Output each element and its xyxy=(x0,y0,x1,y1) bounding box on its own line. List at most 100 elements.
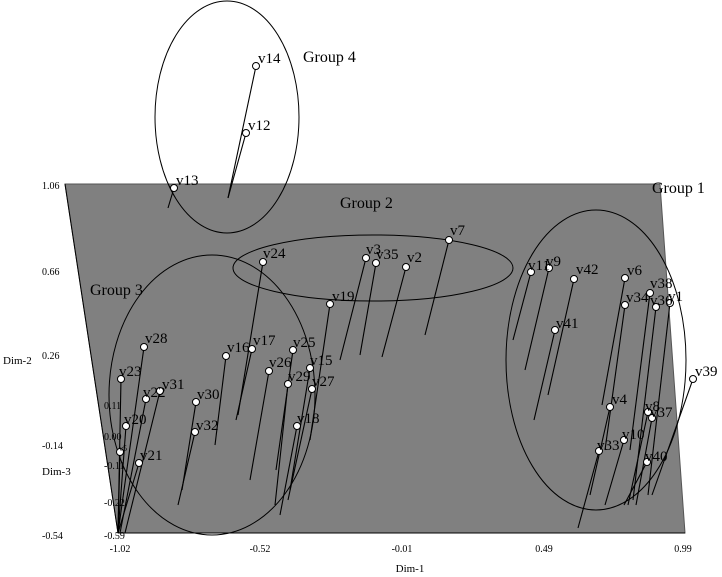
point-marker-v36 xyxy=(652,303,660,311)
point-label-v1: v1 xyxy=(668,289,683,305)
point-stem-v39 xyxy=(651,378,694,496)
point-marker-v8 xyxy=(644,408,652,416)
point-stem-v42 xyxy=(547,278,575,396)
group-ellipse-4 xyxy=(154,0,300,234)
point-marker-v22 xyxy=(142,395,150,403)
point-label-v25: v25 xyxy=(293,335,316,351)
point-stems xyxy=(117,65,694,534)
point-stem-v2 xyxy=(381,266,407,358)
point-stem-v40 xyxy=(623,461,648,506)
point-marker-v34 xyxy=(621,301,629,309)
z-axis-title: Dim-3 xyxy=(42,466,71,478)
x-tick-label-1: -0.52 xyxy=(250,544,271,555)
point-stem-v33 xyxy=(577,450,600,529)
point-stem-v28 xyxy=(117,346,145,534)
point-marker-v21 xyxy=(135,459,143,467)
point-label-v13: v13 xyxy=(176,173,199,189)
point-marker-v5 xyxy=(116,448,124,456)
point-stem-v1 xyxy=(647,302,671,496)
point-marker-v38 xyxy=(646,289,654,297)
point-label-v41: v41 xyxy=(556,316,579,332)
point-stem-v24 xyxy=(237,261,264,416)
point-label-v8: v8 xyxy=(645,399,660,415)
point-label-v16: v16 xyxy=(227,340,250,356)
point-stem-v25 xyxy=(275,349,294,471)
point-stem-v3 xyxy=(339,257,367,361)
point-marker-v32 xyxy=(191,428,199,436)
point-marker-v35 xyxy=(372,259,380,267)
point-label-v37: v37 xyxy=(650,405,673,421)
y-axis-title: Dim-2 xyxy=(3,355,32,367)
point-label-v12: v12 xyxy=(248,118,271,134)
point-label-v10: v10 xyxy=(622,427,645,443)
point-marker-v1 xyxy=(666,299,674,307)
point-stem-v8 xyxy=(627,411,649,506)
group-ellipse-2 xyxy=(232,234,514,302)
point-label-v14: v14 xyxy=(258,51,281,67)
point-stem-v41 xyxy=(533,329,556,421)
group-label-2: Group 2 xyxy=(340,195,393,212)
point-marker-v17 xyxy=(248,345,256,353)
point-marker-v7 xyxy=(445,236,453,244)
point-marker-v40 xyxy=(643,458,651,466)
y-tick-label-4: 1.06 xyxy=(42,181,60,192)
point-label-v39: v39 xyxy=(695,364,718,380)
point-stem-v16 xyxy=(214,355,227,446)
point-label-v22: v22 xyxy=(143,385,166,401)
x-axis-title: Dim-1 xyxy=(396,563,425,575)
point-label-v5: v5 xyxy=(119,444,127,453)
point-label-v42: v42 xyxy=(576,262,599,278)
point-marker-v26 xyxy=(265,367,273,375)
group-ellipse-1 xyxy=(505,209,687,511)
point-stem-v7 xyxy=(424,239,450,336)
point-label-v32: v32 xyxy=(196,418,219,434)
x-tick-label-0: -1.02 xyxy=(110,544,131,555)
point-label-v6: v6 xyxy=(627,263,643,279)
point-label-v27: v27 xyxy=(312,374,335,390)
point-stem-v34 xyxy=(604,304,626,451)
point-label-v29: v29 xyxy=(288,369,311,385)
group-ellipse-3 xyxy=(108,254,316,536)
point-label-v31: v31 xyxy=(162,377,185,393)
point-marker-v23 xyxy=(117,375,125,383)
point-label-v28: v28 xyxy=(145,331,168,347)
point-marker-v39 xyxy=(689,375,697,383)
point-label-v38: v38 xyxy=(650,276,673,292)
chart-floor-plane xyxy=(64,183,686,534)
point-marker-v25 xyxy=(289,346,297,354)
point-marker-v3 xyxy=(362,254,370,262)
point-stem-v6 xyxy=(601,277,626,406)
point-marker-v31 xyxy=(156,387,164,395)
group-label-4: Group 4 xyxy=(303,49,356,66)
point-label-v15: v15 xyxy=(310,353,333,369)
point-marker-v37 xyxy=(648,414,656,422)
point-label-v40: v40 xyxy=(645,449,668,465)
point-label-v18: v18 xyxy=(297,411,320,427)
point-stem-v14 xyxy=(227,65,257,199)
point-marker-v15 xyxy=(306,364,314,372)
point-marker-v19 xyxy=(326,300,334,308)
point-marker-v2 xyxy=(402,263,410,271)
point-label-v23: v23 xyxy=(119,364,142,380)
point-label-v9: v9 xyxy=(546,254,561,270)
point-marker-v27 xyxy=(308,385,316,393)
point-label-v7: v7 xyxy=(450,223,466,239)
y-tick-label-3: 0.66 xyxy=(42,267,60,278)
point-marker-v41 xyxy=(551,326,559,334)
point-label-v30: v30 xyxy=(197,387,220,403)
point-marker-v42 xyxy=(570,275,578,283)
point-marker-v24 xyxy=(259,258,267,266)
floor-dim3-axis-line xyxy=(64,183,119,534)
point-marker-v29 xyxy=(284,380,292,388)
point-label-v2: v2 xyxy=(407,250,422,266)
point-marker-v10 xyxy=(620,436,628,444)
point-stem-v29 xyxy=(274,383,289,506)
point-stem-v26 xyxy=(249,370,270,481)
group-label-3: Group 3 xyxy=(90,282,143,299)
point-label-v24: v24 xyxy=(263,246,286,262)
point-stem-v15 xyxy=(289,367,311,491)
